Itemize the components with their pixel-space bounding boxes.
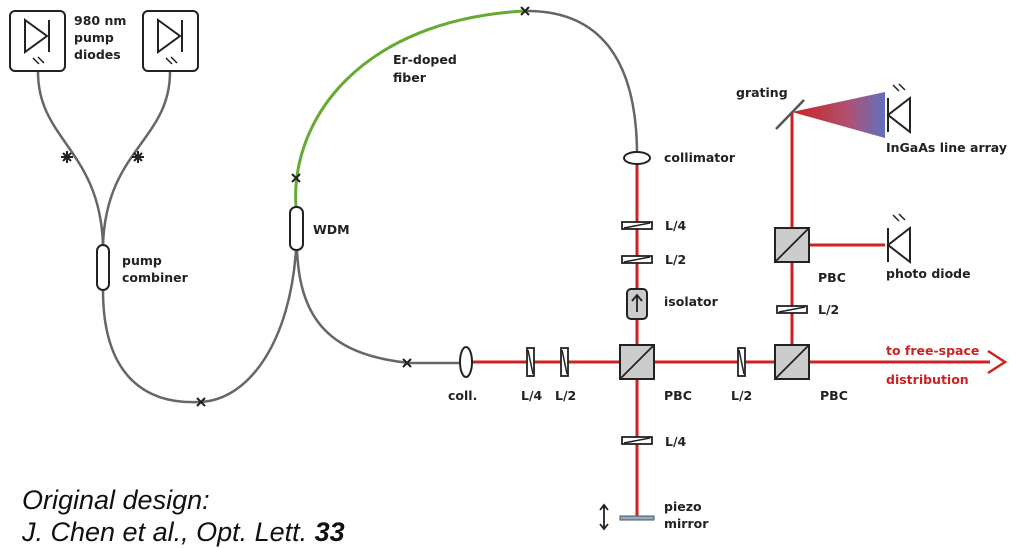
credit-volume: 33 [314,517,345,547]
diodes-label-line2: pump [74,30,114,45]
splice-mark [402,358,412,368]
l2-upper-right-label: L/2 [818,302,839,317]
output-label-line1: to free-space [886,343,979,358]
splice-mark [520,6,530,16]
er-fiber-label-line1: Er-doped [393,52,457,67]
credit-line1: Original design: [22,485,210,515]
pbc-center-label: PBC [664,388,692,403]
coll-lens [459,346,473,378]
l4-mid-label: L/4 [521,388,543,403]
output-label-line2: distribution [886,372,969,387]
pbc-upper-cube [774,227,810,263]
l2-right-label: L/2 [731,388,752,403]
waveplate-l2-upper-right [776,305,808,314]
pump-diode-1 [9,10,66,72]
piezo-mirror-label-line1: piezo [664,499,702,514]
piezo-mirror-plate [619,515,655,521]
pump-combiner-body [96,244,110,291]
fiber-collimator-return [524,9,639,156]
pbc-center-cube [619,344,655,380]
splice-mark [132,151,144,163]
pump-combiner-label-line2: combiner [122,270,189,285]
photo-diode [886,213,911,265]
output-arrowhead [987,349,1008,375]
piezo-mirror-label-line2: mirror [664,516,709,531]
waveplate-l4-upper [621,221,653,230]
coll-label: coll. [448,388,477,403]
pbc-right-label: PBC [820,388,848,403]
pump-diode-2 [142,10,199,72]
spectrum-fan [792,92,885,138]
credit-note: Original design: J. Chen et al., Opt. Le… [22,484,345,548]
pbc-right-cube [774,344,810,380]
waveplate-l2-upper [621,255,653,264]
splice-mark [196,397,206,407]
wdm-body [289,206,304,251]
isolator-element [626,288,648,320]
collimator-lens [623,151,651,165]
fiber-wdm-to-coll [295,249,460,365]
diodes-label-line1: 980 nm [74,13,126,28]
laser-beams [467,112,990,517]
collimator-label: collimator [664,150,736,165]
piezo-arrow-icon [599,503,609,531]
ingaas-line-array [886,83,911,135]
splice-mark [61,151,73,163]
waveplate-l2-right [737,347,746,377]
splice-marks [61,6,530,407]
fiber-diode-2 [101,71,172,246]
diodes-label-line3: diodes [74,47,121,62]
l4-lower-label: L/4 [665,434,687,449]
fiber-laser-diagram: 980 nm pump diodes pump combiner Er-dope… [9,6,1008,531]
grating-element [775,99,805,130]
l2-mid-label: L/2 [555,388,576,403]
l4-upper-label: L/4 [665,218,687,233]
fiber-diode-1 [36,71,105,246]
pump-combiner-label-line1: pump [122,253,162,268]
fiber-paths [36,9,639,404]
waveplate-l4-mid [526,347,535,377]
pbc-upper-label: PBC [818,270,846,285]
credit-citation: J. Chen et al., Opt. Lett. [22,517,315,547]
credit-line2: J. Chen et al., Opt. Lett. 33 [22,516,345,548]
er-doped-fiber [294,9,526,208]
splice-mark [291,173,301,183]
waveplate-l4-lower [621,436,653,445]
photo-diode-label: photo diode [886,266,971,281]
er-fiber-label-line2: fiber [393,70,427,85]
wdm-label: WDM [313,222,350,237]
l2-upper-label: L/2 [665,252,686,267]
ingaas-label: InGaAs line array [886,140,1007,155]
waveplate-l2-mid [560,347,569,377]
isolator-label: isolator [664,294,719,309]
grating-label: grating [736,85,788,100]
